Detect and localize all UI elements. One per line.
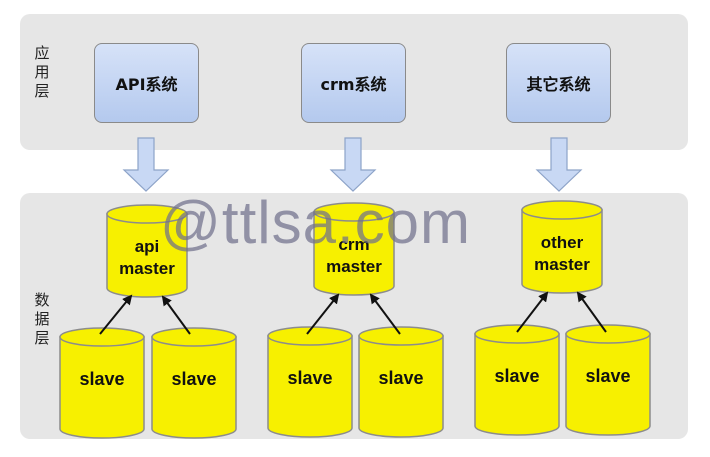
- crm-master-line1: crm: [338, 235, 370, 254]
- other-slave-1-cylinder: [474, 324, 560, 436]
- other-master-line1: other: [540, 233, 584, 252]
- crm-down-arrow: [329, 137, 377, 192]
- crm-slave-2-label: slave: [378, 368, 424, 388]
- other-master-line2: master: [534, 255, 590, 274]
- api-master-cylinder: [106, 204, 188, 298]
- other-system-box: 其它系统: [506, 43, 611, 123]
- api-master-cylinder-top: [106, 204, 188, 224]
- api-slave-1-arrow: [99, 294, 133, 335]
- crm-master-cylinder: [313, 202, 395, 296]
- other-slave-1-label: slave: [494, 366, 540, 386]
- api-slave-1-cylinder-body: [59, 336, 145, 439]
- other-slave-2-cylinder-top: [565, 324, 651, 344]
- api-slave-2-cylinder-top: [151, 327, 237, 347]
- api-master-label: api master: [107, 236, 187, 280]
- crm-master-cylinder-top: [313, 202, 395, 222]
- crm-master-label: crm master: [314, 234, 394, 278]
- other-slave-1-cylinder-body: [474, 333, 560, 436]
- other-master-cylinder-top: [521, 200, 603, 220]
- api-slave-1-cylinder: [59, 327, 145, 439]
- other-slave-1-arrow: [516, 291, 549, 333]
- crm-slave-1-cylinder-top: [267, 326, 353, 346]
- other-slave-1-cylinder-top: [474, 324, 560, 344]
- crm-slave-1-cylinder: [267, 326, 353, 438]
- api-system-box: API系统: [94, 43, 199, 123]
- data-layer-label: 数据层: [34, 291, 50, 347]
- api-down-arrow: [122, 137, 170, 192]
- api-slave-2-arrow: [161, 295, 191, 335]
- other-master-label: other master: [522, 232, 602, 276]
- crm-master-line2: master: [326, 257, 382, 276]
- api-master-line2: master: [119, 259, 175, 278]
- api-slave-2-label: slave: [171, 369, 217, 389]
- crm-slave-1-arrow: [306, 293, 340, 335]
- crm-slave-1-label: slave: [287, 368, 333, 388]
- crm-system-box: crm系统: [301, 43, 406, 123]
- application-layer-label: 应用层: [34, 44, 50, 100]
- api-slave-2-cylinder: [151, 327, 237, 439]
- crm-slave-1-cylinder-body: [267, 335, 353, 438]
- other-slave-2-arrow: [576, 291, 607, 333]
- other-slave-2-label: slave: [585, 366, 631, 386]
- other-slave-2-cylinder: [565, 324, 651, 436]
- api-slave-2-cylinder-body: [151, 336, 237, 439]
- crm-slave-2-cylinder-top: [358, 326, 444, 346]
- other-slave-2-cylinder-body: [565, 333, 651, 436]
- watermark-text: @ttlsa.com: [160, 189, 471, 256]
- crm-slave-2-cylinder: [358, 326, 444, 438]
- other-master-cylinder-body: [521, 209, 603, 294]
- crm-slave-2-cylinder-body: [358, 335, 444, 438]
- crm-slave-2-arrow: [369, 293, 401, 335]
- other-down-arrow: [535, 137, 583, 192]
- crm-master-cylinder-body: [313, 211, 395, 296]
- api-slave-1-cylinder-top: [59, 327, 145, 347]
- other-master-cylinder: [521, 200, 603, 294]
- api-master-line1: api: [134, 237, 160, 256]
- api-slave-1-label: slave: [79, 369, 125, 389]
- api-master-cylinder-body: [106, 213, 188, 298]
